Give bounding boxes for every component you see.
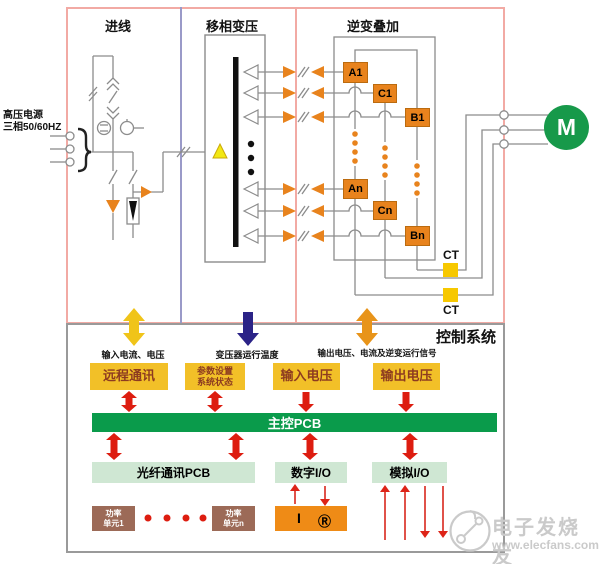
output-signal-arrow — [356, 308, 378, 346]
divider-transformer-inverter — [295, 7, 297, 324]
power-cell-an: An — [343, 179, 368, 199]
caption-transformer-temp: 变压器运行温度 — [215, 350, 279, 360]
power-cell-b1: B1 — [405, 108, 430, 127]
input-voltage-box: 输入电压 — [273, 363, 340, 390]
ct-top-label: CT — [443, 248, 459, 262]
feed-arrow-icon — [141, 186, 152, 198]
motor-leads — [508, 114, 548, 145]
power-unit-n-box: 功率 单元n — [212, 506, 255, 531]
control-section-border — [66, 323, 505, 553]
power-cell-a1: A1 — [343, 62, 368, 83]
transformer-continuation-dots — [247, 140, 255, 176]
caption-input-measure: 输入电流、电压 — [101, 350, 165, 360]
phase-shift-transformer-symbol — [204, 34, 266, 263]
delta-winding-icon — [212, 142, 228, 159]
power-cell-bn: Bn — [405, 226, 430, 246]
main-pcb-bar: 主控PCB — [92, 413, 497, 432]
ct-sensor-bottom — [443, 288, 458, 302]
cell-stack-wiring — [333, 36, 436, 295]
terminal-input-label: I — [297, 510, 301, 526]
section-title-inverter: 逆变叠加 — [346, 19, 399, 34]
control-signal-arrows — [123, 308, 378, 346]
incoming-line-circuit — [50, 55, 215, 240]
output-voltage-box: 输出电压 — [373, 363, 440, 390]
motor-symbol: M — [544, 105, 589, 150]
section-title-incoming: 进线 — [104, 19, 131, 34]
divider-incoming-transformer — [180, 7, 182, 324]
analog-io-box: 模拟I/O — [372, 462, 447, 483]
io-terminal-arrows — [290, 484, 448, 540]
transformer-temp-arrow — [237, 312, 259, 346]
power-cell-c1: C1 — [373, 84, 397, 103]
input-measure-arrow — [123, 308, 145, 346]
fiber-comm-pcb-box: 光纤通讯PCB — [92, 462, 255, 483]
phase-brace — [77, 127, 92, 173]
pcb-link-arrows — [106, 391, 418, 522]
section-title-transformer: 移相变压 — [205, 19, 258, 34]
secondary-winding-icons — [242, 64, 259, 244]
arrester-triangle-icon — [106, 200, 120, 213]
fiber-link-arrow-icons — [283, 66, 324, 242]
hv-source-label: 高压电源 三相50/60HZ — [3, 110, 62, 133]
cell-continuation-dots — [352, 131, 420, 196]
transformer-core — [233, 57, 239, 247]
digital-io-box: 数字I/O — [275, 462, 347, 483]
output-phase-lines — [355, 110, 548, 296]
power-cell-cn: Cn — [373, 201, 397, 220]
terminal-relay-label: Ⓡ — [318, 514, 332, 529]
remote-comm-box: 远程通讯 — [90, 363, 168, 390]
power-unit-1-box: 功率 单元1 — [92, 506, 135, 531]
digital-io-terminal-box: I Ⓡ — [275, 506, 347, 531]
ct-sensor-top — [443, 263, 458, 277]
ct-bottom-label: CT — [443, 303, 459, 317]
section-title-control: 控制系统 — [436, 329, 497, 346]
caption-output-signals: 输出电压、电流及逆变运行信号 — [317, 348, 437, 358]
param-status-box: 参数设置 系统状态 — [185, 363, 245, 390]
